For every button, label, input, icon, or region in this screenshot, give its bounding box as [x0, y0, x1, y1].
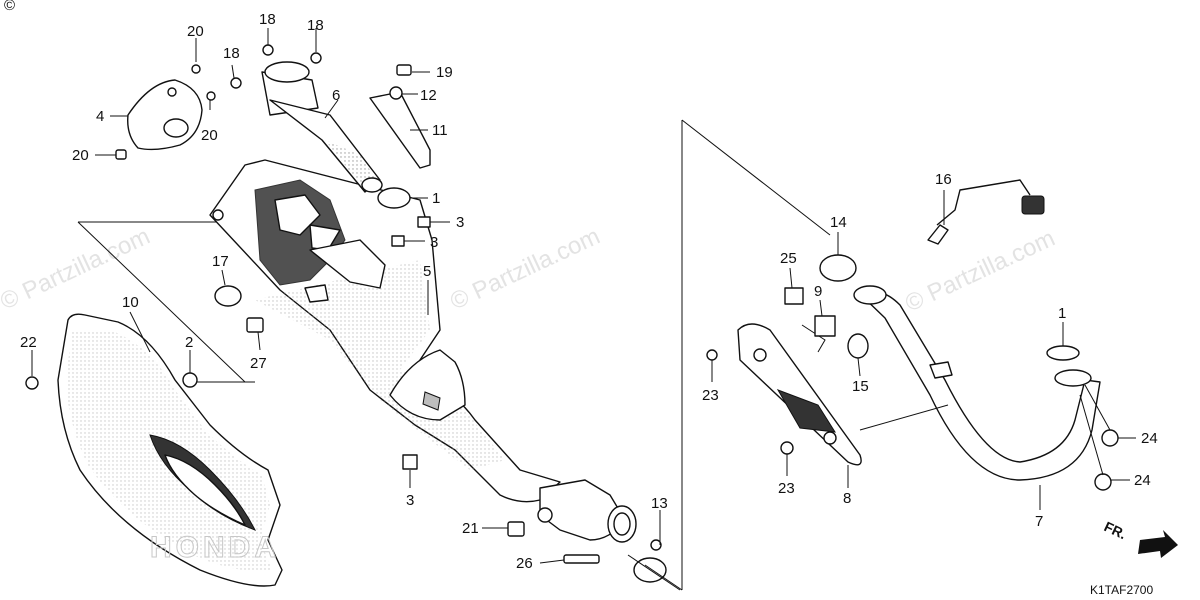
collar-14 [819, 254, 857, 282]
callout-4: 4 [96, 108, 104, 125]
callout-18-top-left: 18 [259, 11, 276, 28]
callout-14: 14 [830, 214, 847, 231]
callout-15: 15 [852, 378, 869, 395]
callout-10: 10 [122, 294, 139, 311]
bolt-26 [563, 554, 600, 564]
diagram-code: K1TAF2700 [1090, 583, 1153, 597]
clip-3-a [417, 216, 431, 228]
bolt-23-b [780, 441, 794, 455]
nut-24-b [1094, 473, 1112, 491]
clip-3-c [402, 454, 418, 470]
callout-17: 17 [212, 253, 229, 270]
bracket-9 [814, 315, 836, 337]
pipe-guard-8 [737, 323, 862, 466]
callout-26: 26 [516, 555, 533, 572]
callout-20-top: 20 [187, 23, 204, 40]
watermark-2: © Partzilla.com [446, 223, 604, 316]
bolt-22 [25, 376, 39, 390]
callout-5: 5 [423, 263, 431, 280]
callout-18-top-right: 18 [307, 17, 324, 34]
bolt-18-a [262, 44, 274, 56]
washer-20-b [206, 91, 216, 101]
honda-stencil: HONDA [150, 531, 280, 565]
exhaust-pipe-7 [853, 285, 1101, 481]
callout-19: 19 [436, 64, 453, 81]
bolt-23-a [706, 349, 718, 361]
clip-3-b [391, 235, 405, 247]
front-direction-arrow: FR. [1102, 518, 1178, 558]
bolt-27 [246, 317, 264, 333]
callout-11: 11 [432, 122, 448, 139]
callout-23-lower: 23 [778, 480, 795, 497]
corner-mark: © [4, 0, 15, 14]
watermark-3: © Partzilla.com [901, 225, 1059, 318]
muffler-guard [254, 179, 386, 289]
callout-27: 27 [250, 355, 267, 372]
callout-23-upper: 23 [702, 387, 719, 404]
nut-24-a [1101, 429, 1119, 447]
gasket-1-right [1046, 345, 1080, 361]
bolt-21 [507, 521, 525, 537]
callout-16: 16 [935, 171, 952, 188]
o2-sensor-16 [927, 179, 1045, 245]
callout-3-lower: 3 [406, 492, 414, 509]
end-cap-4 [127, 79, 203, 151]
callout-1-left: 1 [432, 190, 440, 207]
callout-12: 12 [420, 87, 437, 104]
callout-2: 2 [185, 334, 193, 351]
gasket-1-left [377, 187, 411, 209]
callout-20-middle: 20 [201, 127, 218, 144]
bolt-19 [396, 64, 412, 76]
washer-20-a [191, 64, 201, 74]
callout-18-left: 18 [223, 45, 240, 62]
bolt-18-c [230, 77, 242, 89]
callout-24-lower: 24 [1134, 472, 1151, 489]
callout-7: 7 [1035, 513, 1043, 530]
heat-shield-10 [57, 313, 283, 587]
callout-9: 9 [814, 283, 822, 300]
callout-13: 13 [651, 495, 668, 512]
callout-22: 22 [20, 334, 37, 351]
grommet-17 [214, 285, 242, 307]
bracket [304, 284, 329, 303]
callout-24-upper: 24 [1141, 430, 1158, 447]
bolt-20-c [115, 149, 127, 160]
callout-21: 21 [462, 520, 479, 537]
connecting-pipe-6 [261, 61, 383, 193]
nut-12 [389, 86, 403, 100]
callout-6: 6 [332, 87, 340, 104]
callout-25: 25 [780, 250, 797, 267]
bolt-18-b [310, 52, 322, 64]
muffler-outlet [537, 479, 637, 543]
callout-3-middle: 3 [430, 234, 438, 251]
callout-1-right: 1 [1058, 305, 1066, 322]
clip-25 [784, 287, 804, 305]
callout-3-upper: 3 [456, 214, 464, 231]
band-15 [847, 333, 869, 359]
svg-text:FR.: FR. [1102, 518, 1129, 542]
svg-text:HONDA: HONDA [150, 531, 280, 564]
callout-8: 8 [843, 490, 851, 507]
callout-20-bottom: 20 [72, 147, 89, 164]
collar-2 [182, 372, 198, 388]
